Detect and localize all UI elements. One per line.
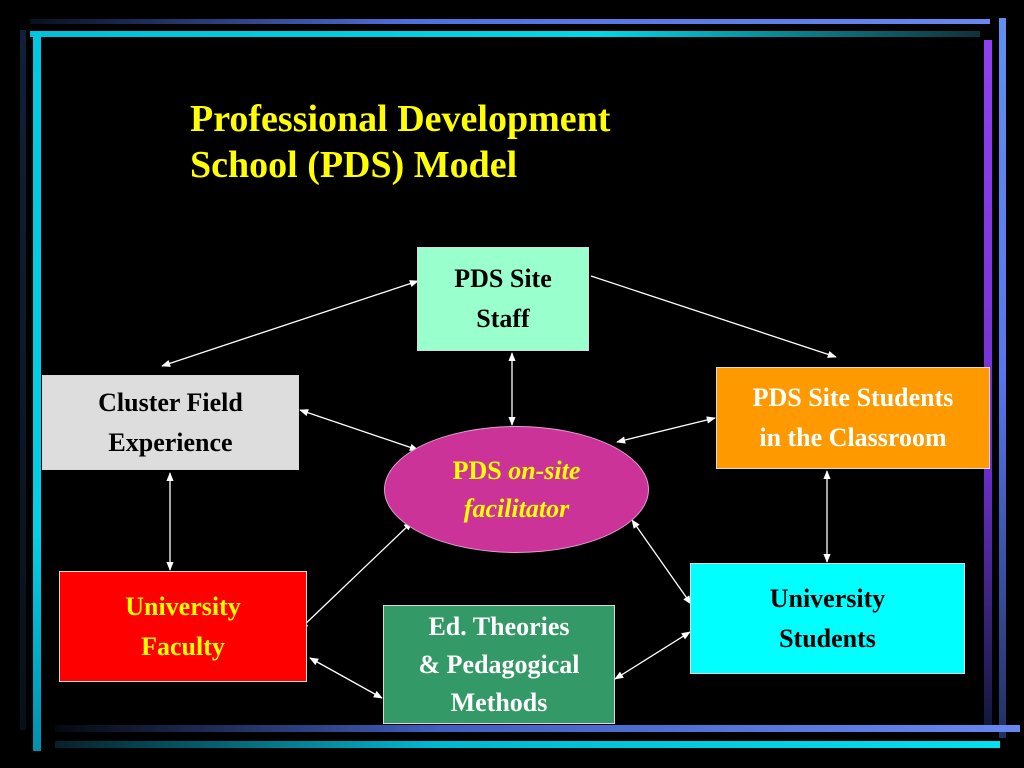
frame-bottom-blue <box>55 725 1020 732</box>
title-line-1: Professional Development <box>190 98 611 140</box>
frame-top-blue <box>30 19 990 24</box>
node-pds-site-students: PDS Site Students in the Classroom <box>716 367 990 469</box>
arrow-theories-univstudents <box>614 631 691 680</box>
arrow-staff-sitestudents <box>590 275 837 358</box>
node-pds-site-staff-line2: Staff <box>476 304 530 333</box>
node-univ-students-line2: Students <box>779 623 876 653</box>
node-cluster-field-experience: Cluster Field Experience <box>42 375 299 470</box>
node-cluster-line1: Cluster Field <box>98 387 243 417</box>
title-line-2: School (PDS) Model <box>190 144 518 186</box>
node-university-faculty: University Faculty <box>59 571 307 682</box>
node-faculty-line2: Faculty <box>141 631 225 661</box>
frame-right-blue <box>999 18 1006 738</box>
arrow-sitestudents-facilitator <box>616 416 716 444</box>
slide-title: Professional Development School (PDS) Mo… <box>190 96 610 188</box>
arrow-cluster-facilitator <box>299 409 419 451</box>
node-ed-theories: Ed. Theories & Pedagogical Methods <box>383 605 615 724</box>
node-faculty-line1: University <box>125 591 241 621</box>
node-cluster-line2: Experience <box>108 427 233 457</box>
arrow-faculty-theories <box>309 657 383 699</box>
node-pds-site-staff-line1: PDS Site <box>454 264 552 293</box>
facilitator-italic-2: facilitator <box>463 493 570 523</box>
facilitator-prefix: PDS <box>452 455 502 485</box>
arrow-staff-cluster <box>161 280 419 367</box>
node-theories-line3: Methods <box>450 687 548 717</box>
facilitator-line2: facilitator <box>464 490 569 528</box>
arrow-facilitator-univstudents <box>631 519 692 605</box>
node-theories-line1: Ed. Theories <box>428 611 570 641</box>
node-site-students-line1: PDS Site Students <box>752 383 954 412</box>
facilitator-line1: PDS on-site <box>453 452 581 490</box>
node-pds-site-staff: PDS Site Staff <box>417 247 589 351</box>
frame-bottom-cyan <box>55 741 1000 748</box>
frame-top-cyan <box>30 31 980 37</box>
facilitator-italic-1: on-site <box>508 455 581 485</box>
node-pds-onsite-facilitator: PDS on-site facilitator <box>384 426 649 553</box>
frame-left-dark <box>20 30 26 730</box>
node-university-students: University Students <box>690 563 965 674</box>
frame-left-cyan <box>33 31 41 751</box>
node-theories-line2: & Pedagogical <box>418 649 580 679</box>
arrow-faculty-facilitator <box>299 521 413 630</box>
node-site-students-line2: in the Classroom <box>759 423 947 452</box>
node-univ-students-line1: University <box>769 583 886 613</box>
